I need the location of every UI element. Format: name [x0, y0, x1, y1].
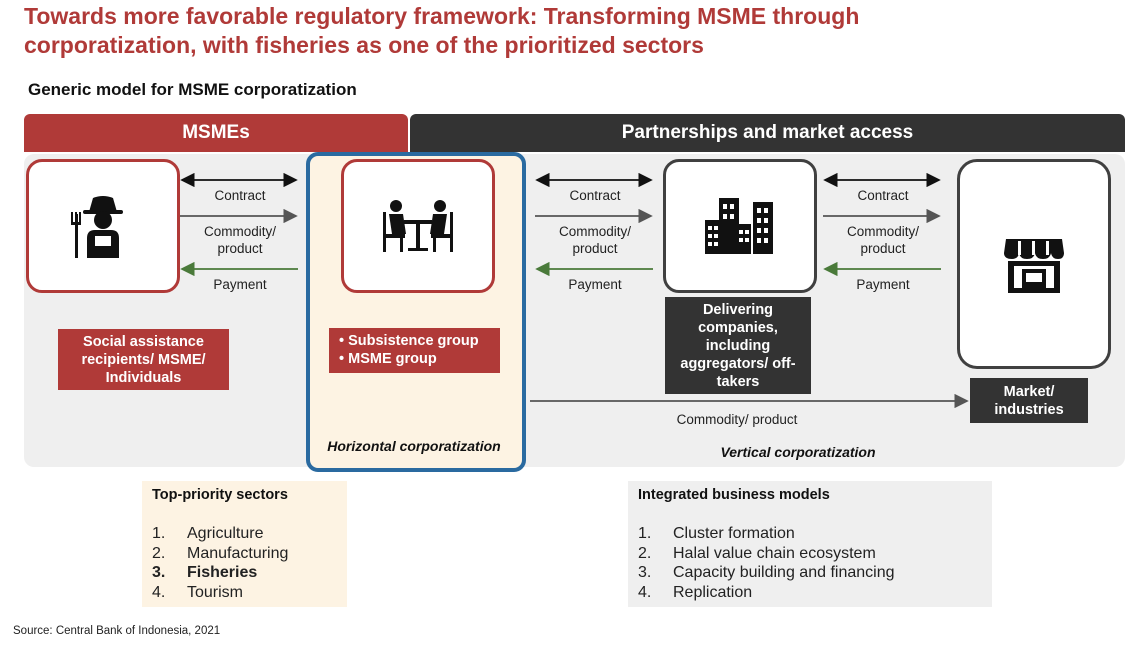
page-title: Towards more favorable regulatory framew…	[24, 3, 860, 58]
flow-1-commodity-label: Commodity/product	[203, 224, 276, 256]
flow-arrows-3	[823, 172, 941, 277]
list-item: 4.Replication	[638, 583, 753, 601]
partnerships-header-bar: Partnerships and market access	[410, 114, 1125, 152]
diagram-subtitle: Generic model for MSME corporatization	[28, 80, 357, 99]
msme-node	[26, 159, 180, 293]
flow-3-payment-label: Payment	[856, 277, 910, 292]
flow-1-contract-label: Contract	[214, 188, 266, 203]
list-item: 4.Tourism	[152, 583, 244, 601]
flow-2-commodity-label: Commodity/product	[558, 224, 631, 256]
business-models-heading: Integrated business models	[638, 487, 830, 503]
delivering-companies-label: Delivering companies, including aggregat…	[665, 297, 811, 394]
flow-1-payment-label: Payment	[213, 277, 267, 292]
direct-flow-label: Commodity/ product	[676, 412, 798, 427]
msme-types-label: Social assistance recipients/ MSME/ Indi…	[58, 329, 229, 390]
bullet-item: • Subsistence group	[339, 333, 479, 349]
list-item: 1.Agriculture	[152, 525, 264, 542]
msme-header-bar: MSMEs	[24, 114, 408, 152]
market-industries-label: Market/ industries	[970, 378, 1088, 423]
flow-2-contract-label: Contract	[569, 188, 621, 203]
business-model-list: 1.Cluster formation 2.Halal value chain …	[638, 524, 894, 602]
list-item: 3.Fisheries	[152, 564, 258, 581]
top-priority-heading: Top-priority sectors	[152, 487, 288, 503]
list-item: 1.Cluster formation	[638, 525, 795, 542]
flow-3-contract-label: Contract	[857, 188, 909, 203]
list-item: 3.Capacity building and financing	[638, 564, 895, 581]
bullet-item: • MSME group	[339, 351, 437, 367]
store-icon	[1004, 239, 1064, 293]
list-item: 2.Halal value chain ecosystem	[638, 544, 876, 562]
integrated-business-models-box: Integrated business models 1.Cluster for…	[628, 481, 992, 607]
flow-arrows-1	[180, 172, 298, 277]
market-node	[957, 159, 1111, 369]
company-node	[663, 159, 817, 293]
sector-list: 1.Agriculture 2.Manufacturing 3.Fisherie…	[152, 524, 288, 602]
meeting-icon	[383, 200, 453, 252]
flow-arrows-2	[535, 172, 653, 277]
group-node	[341, 159, 495, 293]
flow-2-payment-label: Payment	[568, 277, 622, 292]
source-note: Source: Central Bank of Indonesia, 2021	[13, 625, 221, 637]
farmer-icon	[71, 196, 123, 258]
horizontal-corporatization-label: Horizontal corporatization	[327, 438, 501, 454]
buildings-icon	[705, 198, 773, 254]
list-item: 2.Manufacturing	[152, 544, 289, 562]
vertical-corporatization-label: Vertical corporatization	[720, 444, 876, 460]
diagram-panel	[24, 154, 1125, 467]
groups-label: • Subsistence group • MSME group	[329, 328, 500, 373]
top-priority-sectors-box: Top-priority sectors 1.Agriculture 2.Man…	[142, 481, 347, 607]
flow-3-commodity-label: Commodity/product	[846, 224, 919, 256]
